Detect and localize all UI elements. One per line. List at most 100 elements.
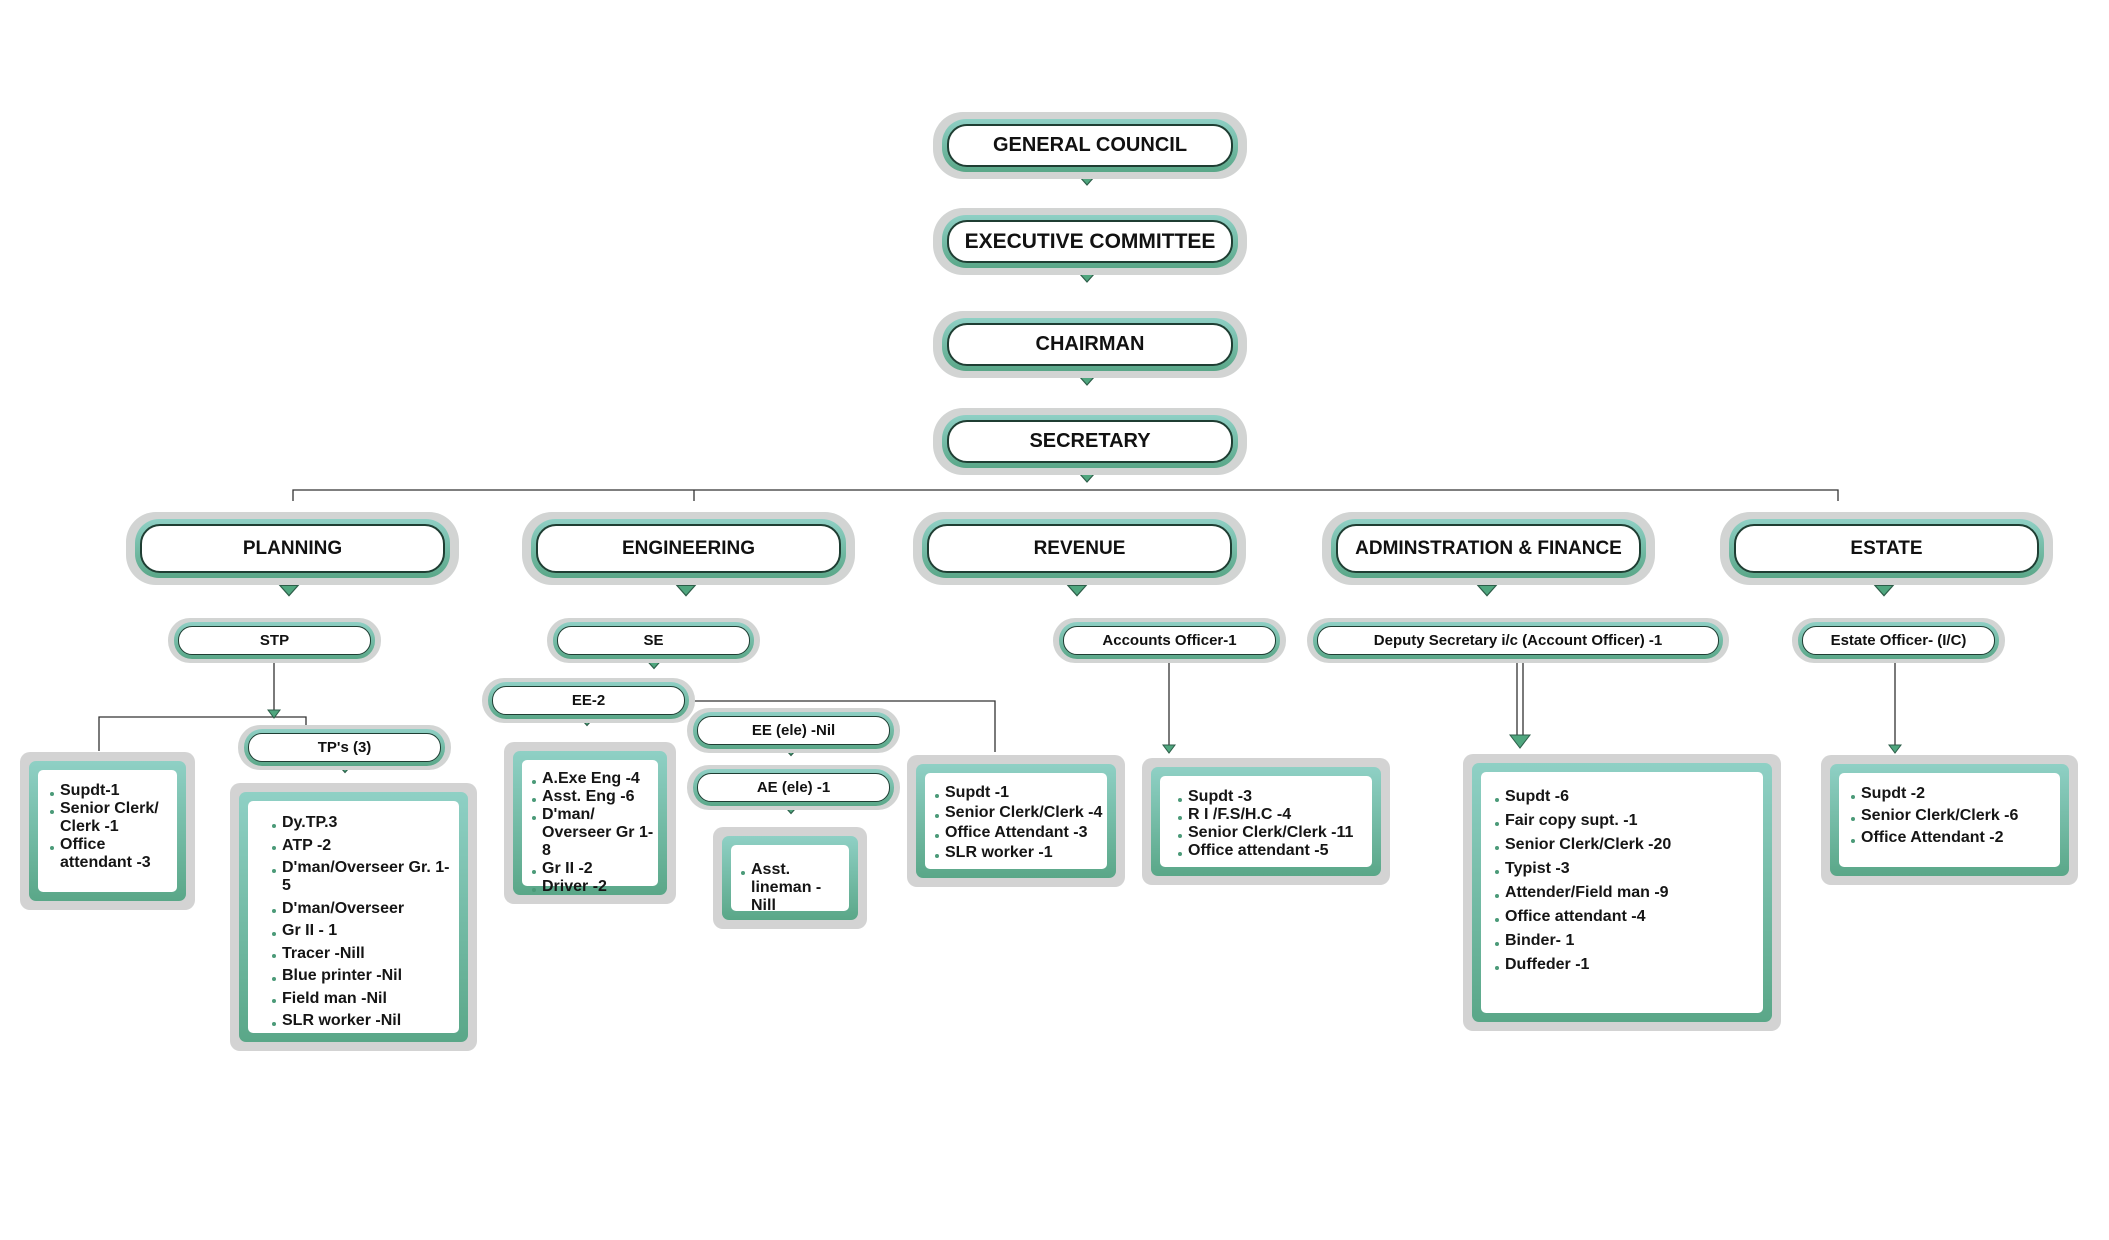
estate-box: ESTATE (1720, 512, 2053, 585)
ee-box-label: EE-2 (492, 686, 685, 715)
accounts-officer-box: Accounts Officer-1 (1053, 618, 1286, 663)
engineering-ae-staff-frame: Asst. lineman -Nill (722, 836, 858, 920)
accounts-officer-box-label: Accounts Officer-1 (1063, 626, 1276, 655)
list-item: Blue printer -Nil (270, 967, 455, 985)
general-council-box-label: GENERAL COUNCIL (947, 124, 1233, 167)
list-item: Attender/Field man -9 (1493, 884, 1759, 902)
ae-ele-box-label: AE (ele) -1 (697, 773, 890, 802)
engineering-right-staff-list: Supdt -1 Senior Clerk/Clerk -4 Office Atte… (933, 784, 1103, 862)
engineering-box-frame: ENGINEERING (531, 519, 846, 578)
list-item: D'man/ Overseer Gr 1-8 (530, 806, 654, 860)
list-item: R I /F.S/H.C -4 (1176, 806, 1368, 824)
tps-box-frame: TP's (3) (244, 729, 445, 766)
ae-ele-box-frame: AE (ele) -1 (693, 769, 894, 806)
admin-finance-staff: Supdt -6 Fair copy supt. -1 Senior Clerk/C… (1463, 754, 1781, 1031)
engineering-right-staff-content: Supdt -1 Senior Clerk/Clerk -4 Office Atte… (925, 773, 1107, 869)
list-item: Office Attendant -3 (933, 824, 1103, 842)
admin-finance-staff-content: Supdt -6 Fair copy supt. -1 Senior Clerk/C… (1481, 772, 1763, 1013)
list-item: Asst. lineman -Nill (739, 861, 845, 915)
admin-finance-box-label: ADMINSTRATION & FINANCE (1336, 524, 1641, 573)
estate-officer-box-frame: Estate Officer- (I/C) (1798, 622, 1999, 659)
tps-box: TP's (3) (238, 725, 451, 770)
general-council-box: GENERAL COUNCIL (933, 112, 1247, 179)
engineering-right-staff-frame: Supdt -1 Senior Clerk/Clerk -4 Office Atte… (916, 764, 1116, 878)
ee-box: EE-2 (482, 678, 695, 723)
admin-finance-box: ADMINSTRATION & FINANCE (1322, 512, 1655, 585)
list-item: Tracer -Nill (270, 945, 455, 963)
estate-officer-box: Estate Officer- (I/C) (1792, 618, 2005, 663)
list-item: Dy.TP.3 (270, 814, 455, 832)
tps-box-label: TP's (3) (248, 733, 441, 762)
admin-finance-staff-list: Supdt -6 Fair copy supt. -1 Senior Clerk/C… (1493, 788, 1759, 974)
se-box-label: SE (557, 626, 750, 655)
list-item: Supdt-1 (48, 782, 173, 800)
executive-committee-box-frame: EXECUTIVE COMMITTEE (942, 215, 1238, 268)
list-item: Office attendant -5 (1176, 842, 1368, 860)
list-item: Senior Clerk/Clerk -20 (1493, 836, 1759, 854)
list-item: SLR worker -1 (933, 844, 1103, 862)
list-item: Office attendant -3 (48, 836, 173, 872)
list-item: Driver -2 (530, 878, 654, 896)
estate-box-label: ESTATE (1734, 524, 2039, 573)
revenue-box-frame: REVENUE (922, 519, 1237, 578)
ee-ele-box: EE (ele) -Nil (687, 708, 900, 753)
chairman-box: CHAIRMAN (933, 311, 1247, 378)
list-item: Senior Clerk/ Clerk -1 (48, 800, 173, 836)
engineering-box: ENGINEERING (522, 512, 855, 585)
list-item: Duffeder -1 (1493, 956, 1759, 974)
stp-box-label: STP (178, 626, 371, 655)
ae-ele-box: AE (ele) -1 (687, 765, 900, 810)
list-item: Field man -Nil (270, 990, 455, 1008)
list-item: Fair copy supt. -1 (1493, 812, 1759, 830)
list-item: Senior Clerk/Clerk -4 (933, 804, 1103, 822)
ee-ele-box-frame: EE (ele) -Nil (693, 712, 894, 749)
deputy-secretary-box: Deputy Secretary i/c (Account Officer) -… (1307, 618, 1729, 663)
planning-box: PLANNING (126, 512, 459, 585)
executive-committee-box-label: EXECUTIVE COMMITTEE (947, 220, 1233, 263)
list-item: Supdt -6 (1493, 788, 1759, 806)
se-box: SE (547, 618, 760, 663)
planning-box-frame: PLANNING (135, 519, 450, 578)
secretary-box: SECRETARY (933, 408, 1247, 475)
list-item: Supdt -2 (1849, 785, 2056, 803)
admin-finance-staff-frame: Supdt -6 Fair copy supt. -1 Senior Clerk/C… (1472, 763, 1772, 1022)
engineering-right-staff: Supdt -1 Senior Clerk/Clerk -4 Office Atte… (907, 755, 1125, 887)
engineering-ae-staff-content: Asst. lineman -Nill (731, 845, 849, 914)
estate-box-frame: ESTATE (1729, 519, 2044, 578)
list-item: Supdt -1 (933, 784, 1103, 802)
list-item: Asst. Eng -6 (530, 788, 654, 806)
list-item: Office Attendant -2 (1849, 829, 2056, 847)
secretary-box-frame: SECRETARY (942, 415, 1238, 468)
list-item: Typist -3 (1493, 860, 1759, 878)
list-item: SLR worker -Nil (270, 1012, 455, 1030)
executive-committee-box: EXECUTIVE COMMITTEE (933, 208, 1247, 275)
secretary-box-label: SECRETARY (947, 420, 1233, 463)
list-item: D'man/Overseer (270, 900, 455, 918)
deputy-secretary-box-frame: Deputy Secretary i/c (Account Officer) -… (1313, 622, 1723, 659)
engineering-box-label: ENGINEERING (536, 524, 841, 573)
list-item: Gr II -2 (530, 860, 654, 878)
accounts-officer-box-frame: Accounts Officer-1 (1059, 622, 1280, 659)
list-item: A.Exe Eng -4 (530, 770, 654, 788)
planning-box-label: PLANNING (140, 524, 445, 573)
se-box-frame: SE (553, 622, 754, 659)
stp-box: STP (168, 618, 381, 663)
list-item: ATP -2 (270, 837, 455, 855)
